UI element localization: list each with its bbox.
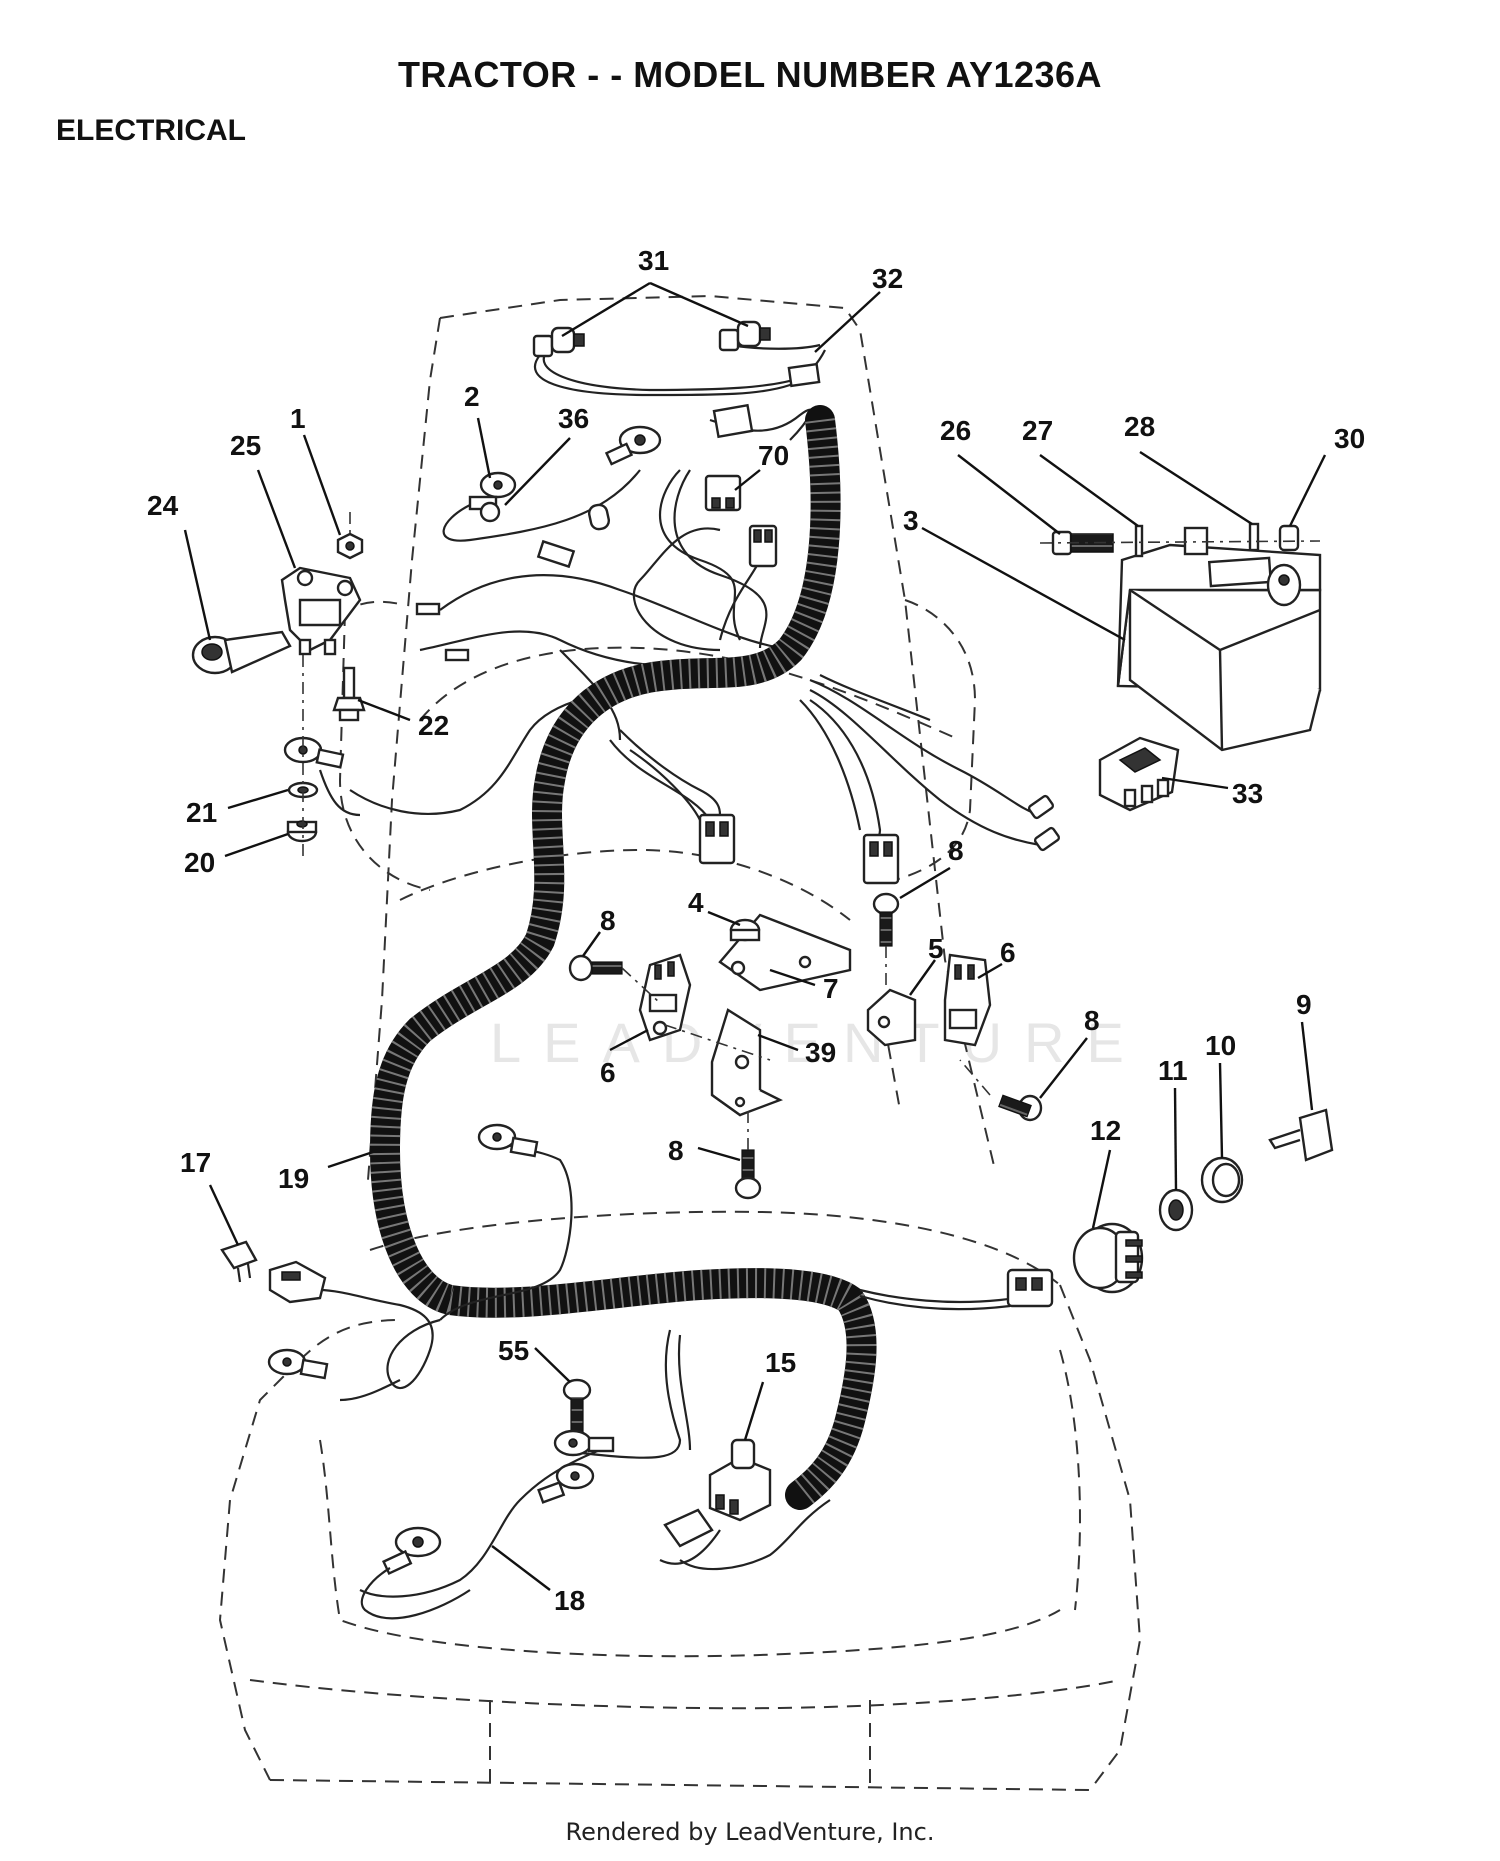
callout-30: 30: [1334, 423, 1365, 454]
screw-8-bottom: [734, 1110, 762, 1200]
callout-20: 20: [184, 847, 215, 878]
callout-28: 28: [1124, 411, 1155, 442]
callout-6-right: 6: [1000, 937, 1016, 968]
seat-switch-connector: [663, 1508, 714, 1548]
fuse-holder: [268, 1260, 327, 1304]
ground-wire-lower-left: [267, 1123, 539, 1380]
coiled-wire-loom: [369, 405, 877, 1510]
callout-8-right: 8: [1084, 1005, 1100, 1036]
callout-3: 3: [903, 505, 919, 536]
callout-33: 33: [1232, 778, 1263, 809]
fuse-17: [220, 1240, 258, 1283]
callout-8-left: 8: [600, 905, 616, 936]
callout-12: 12: [1090, 1115, 1121, 1146]
callout-21: 21: [186, 797, 217, 828]
callout-11: 11: [1158, 1055, 1188, 1086]
bezel-10: [1200, 1156, 1244, 1204]
headlight-harness: [533, 343, 826, 397]
page-title: TRACTOR - - MODEL NUMBER AY1236A: [397, 54, 1103, 95]
callout-2: 2: [464, 381, 480, 412]
interlock-switch-6-left: [638, 953, 692, 1042]
ground-ring-terminals: [537, 1429, 615, 1504]
callout-leaders: [183, 281, 1327, 1591]
callout-8-top: 8: [948, 835, 964, 866]
callout-9: 9: [1296, 989, 1312, 1020]
callout-8-bottom: 8: [668, 1135, 684, 1166]
battery-washer-27: [1134, 524, 1144, 558]
watermark-text: LEADVENTURE: [490, 1011, 1146, 1074]
nut-20: [286, 820, 318, 843]
screw-8-right: [959, 1059, 1043, 1122]
callout-19: 19: [278, 1163, 309, 1194]
harness-connectors-upper: [415, 403, 1061, 885]
headlight-bulb-left: [532, 326, 585, 358]
callout-26: 26: [940, 415, 971, 446]
callout-1: 1: [290, 403, 306, 434]
footer-credit: Rendered by LeadVenture, Inc.: [565, 1818, 935, 1846]
battery-nut-30: [1278, 524, 1300, 552]
rocker-switch-33: [1098, 736, 1180, 812]
bracket-5: [866, 988, 917, 1047]
ring-terminal-top: [604, 425, 662, 466]
lower-connector-right: [1006, 1268, 1054, 1308]
callout-labels: 31 32 2 36 1 25 24 70 26 27 28 30 3 22 3…: [147, 245, 1365, 1616]
seat-switch-15: [708, 1438, 772, 1522]
terminal-boot-24: [191, 630, 292, 675]
nut-1: [336, 512, 364, 560]
headlight-bulb-right: [718, 320, 771, 352]
screw-8-left: [568, 954, 661, 1004]
nut-11: [1158, 1188, 1194, 1232]
callout-55: 55: [498, 1335, 529, 1366]
bracket-axis: [664, 1024, 771, 1061]
callout-5: 5: [928, 933, 944, 964]
battery-washer-28: [1248, 522, 1260, 552]
headlight-connector: [787, 362, 821, 388]
battery-hardware-axis: [1039, 540, 1321, 544]
callout-10: 10: [1205, 1030, 1236, 1061]
callout-15: 15: [765, 1347, 796, 1378]
callout-6-left: 6: [600, 1057, 616, 1088]
callout-27: 27: [1022, 415, 1053, 446]
callout-18: 18: [554, 1585, 585, 1616]
callout-22: 22: [418, 710, 449, 741]
star-washer-36: [479, 501, 501, 523]
ground-wire-2: [442, 469, 641, 542]
callout-31: 31: [638, 245, 669, 276]
interlock-switch-6-right: [943, 953, 992, 1047]
screw-8-top: [872, 892, 900, 990]
callout-4: 4: [688, 887, 704, 918]
callout-25: 25: [230, 430, 261, 461]
ignition-switch-12: [1072, 1222, 1144, 1294]
battery: [1116, 526, 1322, 752]
callout-39: 39: [805, 1037, 836, 1068]
callout-36: 36: [558, 403, 589, 434]
callout-7: 7: [823, 973, 839, 1004]
callout-17: 17: [180, 1147, 211, 1178]
connector-70: [704, 474, 742, 512]
ring-terminal-solenoid: [283, 736, 345, 769]
ignition-key-9: [1268, 1108, 1334, 1162]
bolt-22: [332, 666, 366, 722]
starter-solenoid: [280, 566, 362, 656]
screw-55: [562, 1378, 592, 1433]
bracket-39: [710, 1008, 783, 1117]
tractor-deck-outline: [218, 1210, 1142, 1791]
tractor-hood-outline: [338, 294, 996, 1181]
callout-32: 32: [872, 263, 903, 294]
ground-wire-18: [360, 1526, 471, 1620]
main-harness-wires: [318, 408, 1041, 851]
callout-24: 24: [147, 490, 179, 521]
callout-70: 70: [758, 440, 789, 471]
section-heading: ELECTRICAL: [56, 114, 246, 147]
